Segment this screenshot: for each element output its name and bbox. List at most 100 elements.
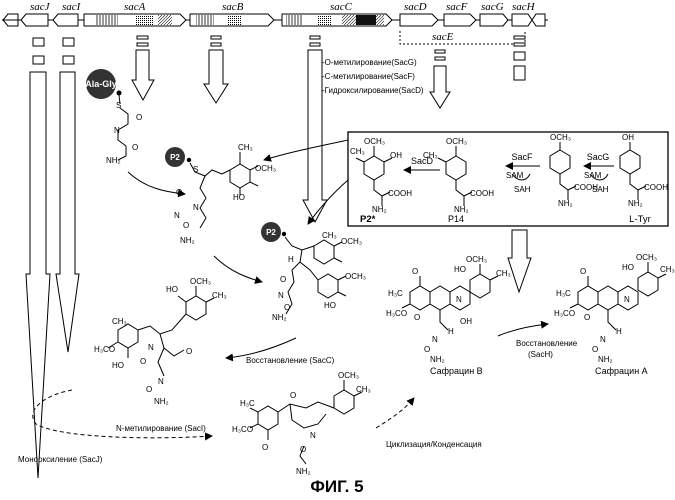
svg-text:N: N	[278, 291, 284, 300]
svg-text:O: O	[186, 347, 192, 356]
svg-text:CH₃: CH₃	[660, 265, 675, 274]
svg-text:CH₃: CH₃	[356, 385, 371, 394]
svg-text:O: O	[262, 443, 268, 452]
svg-text:COOH: COOH	[388, 189, 412, 198]
sam-label-2: SAM	[584, 171, 602, 180]
sacI-long-arrow	[56, 38, 79, 352]
p2-star-label: P2*	[360, 214, 376, 225]
svg-text:OCH₃: OCH₃	[190, 277, 211, 286]
svg-text:CH₃: CH₃	[496, 269, 511, 278]
svg-text:O: O	[584, 313, 590, 322]
svg-text:H₃CO: H₃CO	[386, 309, 407, 318]
svg-text:NH₂: NH₂	[154, 397, 169, 406]
svg-text:OCH₃: OCH₃	[466, 255, 487, 264]
label-n-methylation: N-метилирование (SacI)	[116, 424, 206, 433]
svg-text:O: O	[140, 357, 146, 366]
svg-text:O: O	[176, 188, 182, 197]
gene-label-sacH: sacH	[512, 1, 536, 13]
gene-sacG-arrow	[480, 14, 508, 26]
svg-text:NH₂: NH₂	[558, 199, 573, 208]
svg-text:OCH₃: OCH₃	[255, 164, 276, 173]
svg-text:HO: HO	[454, 265, 466, 274]
ltyr-label: L-Tyr	[629, 214, 651, 225]
ala-gly-label: Ala-Gly	[85, 79, 117, 89]
svg-text:N: N	[158, 377, 164, 386]
gene-sacF-arrow	[444, 14, 476, 26]
svg-text:OH: OH	[622, 133, 634, 142]
svg-text:O: O	[280, 275, 286, 284]
svg-text:CH₃: CH₃	[350, 147, 365, 156]
svg-text:COOH: COOH	[644, 183, 668, 192]
sam-label-1: SAM	[506, 171, 524, 180]
svg-text:NH₂: NH₂	[628, 199, 643, 208]
svg-text:S: S	[193, 165, 198, 174]
gene-sacB-arrow	[190, 14, 274, 26]
svg-text:HO: HO	[324, 301, 336, 310]
svg-text:HO: HO	[166, 285, 178, 294]
gene-label-sacC: sacC	[330, 1, 353, 13]
arrow-reduction-sacH	[498, 324, 548, 336]
svg-text:N: N	[432, 335, 438, 344]
gene-sacI-arrow	[53, 14, 78, 26]
label-reduction-sacH-2: (SacH)	[528, 350, 553, 359]
p14-label: P14	[448, 214, 464, 224]
svg-text:O: O	[412, 267, 418, 276]
label-cyclization: Циклизация/Конденсация	[386, 440, 482, 449]
gene-label-sacB: sacB	[222, 1, 244, 13]
arrow-cyclization	[376, 398, 414, 428]
safracin-b-structure: O H₃C H₃CO O OCH₃ CH₃ HO N H OH N O NH₂	[386, 255, 511, 364]
svg-text:HO: HO	[112, 361, 124, 370]
label-reduction-sacH-1: Восстановление	[516, 339, 578, 348]
svg-text:NH₂: NH₂	[106, 156, 121, 165]
svg-text:O: O	[136, 113, 142, 122]
svg-text:N: N	[624, 295, 630, 304]
svg-text:CH₃: CH₃	[322, 231, 337, 240]
label-c-methylation: -С-метилирование(SacF)	[322, 72, 415, 81]
svg-text:S: S	[116, 101, 121, 110]
sacE-bracket	[400, 31, 525, 44]
gene-sacJ-arrow	[21, 14, 48, 26]
svg-text:H₃CO: H₃CO	[232, 425, 253, 434]
svg-text:CH₃: CH₃	[112, 317, 127, 326]
svg-text:NH₂: NH₂	[296, 467, 311, 476]
svg-text:H₃C: H₃C	[240, 399, 255, 408]
svg-text:NH₂: NH₂	[430, 355, 445, 364]
gene-cluster: sacJ sacI sacA sacB sacC sacD sacF sacG …	[2, 1, 548, 44]
svg-text:OCH₃: OCH₃	[550, 133, 571, 142]
gene-label-sacA: sacA	[124, 1, 146, 13]
svg-text:NH₂: NH₂	[372, 205, 387, 214]
gene-label-sacJ: sacJ	[30, 1, 51, 13]
p2-label-1: P2	[170, 153, 180, 162]
svg-text:NH₂: NH₂	[598, 355, 613, 364]
label-safracin-b: Сафрацин B	[430, 366, 483, 376]
gene-sacA-arrow	[84, 14, 186, 26]
svg-text:CH₃: CH₃	[212, 291, 227, 300]
figure-caption: ФИГ. 5	[310, 477, 363, 496]
p2-label-2: P2	[266, 228, 276, 237]
svg-text:OCH₃: OCH₃	[341, 237, 362, 246]
svg-text:N: N	[114, 126, 120, 135]
label-o-methylation: -О-метилирование(SacG)	[322, 58, 417, 67]
gene-sacD-arrow	[400, 14, 438, 26]
label-monooxidation: Монооксиление (SacJ)	[18, 455, 103, 464]
svg-text:H₃C: H₃C	[388, 289, 403, 298]
sacD-to-sacG-arrow	[430, 50, 450, 108]
p2-intermediate-2: P2 OCH₃ OCH₃ CH₃ HO H O N O NH₂	[261, 222, 366, 322]
svg-text:CH₃: CH₃	[238, 143, 253, 152]
sacJ-long-arrow	[26, 38, 50, 478]
svg-text:O: O	[580, 267, 586, 276]
label-hydroxylation: -Гидроксилирование(SacD)	[322, 86, 424, 95]
gene-sacH-arrow	[512, 14, 532, 26]
gene-label-sacD: sacD	[404, 1, 427, 13]
gene-label-sacI: sacI	[62, 1, 82, 13]
svg-text:N: N	[456, 295, 462, 304]
svg-text:NH₂: NH₂	[454, 205, 469, 214]
svg-text:N: N	[310, 431, 316, 440]
sah-label-1: SAH	[514, 185, 531, 194]
svg-text:O: O	[284, 303, 290, 312]
sacA-arrow	[132, 36, 154, 100]
aldehyde-intermediate: H₃CO HO OCH₃ CH₃ HO CH₃ O N O N O NH₂	[94, 277, 227, 406]
gene-label-sacG: sacG	[481, 1, 504, 13]
svg-text:H₃CO: H₃CO	[94, 345, 115, 354]
svg-text:O: O	[424, 345, 430, 354]
